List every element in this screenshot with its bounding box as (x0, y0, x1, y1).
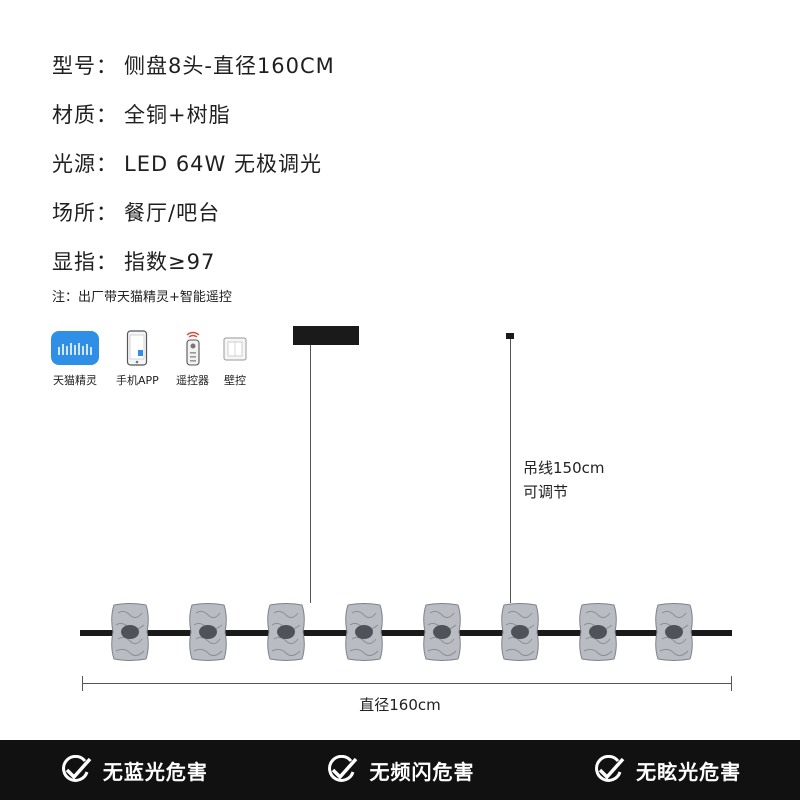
spec-value: 侧盘8头-直径160CM (124, 53, 335, 78)
control-label: 天猫精灵 (53, 374, 97, 387)
spec-label: 光源： (52, 151, 118, 176)
spec-label: 场所： (52, 200, 118, 225)
included-accessories-note: 注：出厂带天猫精灵+智能遥控 (52, 290, 232, 305)
glass-shade (189, 603, 227, 661)
spec-label: 显指： (52, 249, 118, 274)
suspension-wire-left (310, 345, 311, 603)
badge-label: 无眩光危害 (636, 759, 742, 784)
smart-speaker-icon (51, 331, 99, 365)
glass-shade (423, 603, 461, 661)
badge-no-flicker: 无频闪危害 (325, 755, 474, 785)
cable-length-note: 吊线150cm 可调节 (523, 456, 605, 504)
spec-row-light-source: 光源： LED 64W 无极调光 (52, 138, 335, 187)
cable-length-text: 吊线150cm (523, 459, 605, 477)
check-icon (61, 755, 92, 782)
control-wall-switch: 壁控 (222, 330, 248, 388)
control-smart-speaker: 天猫精灵 (50, 330, 100, 388)
ceiling-cap (506, 333, 514, 339)
dimension-tick-right (731, 676, 732, 691)
light-rail (80, 630, 732, 636)
glass-shade (579, 603, 617, 661)
spec-row-model: 型号： 侧盘8头-直径160CM (52, 40, 335, 89)
remote-icon (185, 331, 200, 366)
cable-adjustable-text: 可调节 (523, 483, 569, 501)
check-icon (328, 755, 358, 782)
feature-badge-bar: 无蓝光危害 无频闪危害 无眩光危害 (0, 740, 800, 800)
glass-shade (655, 603, 693, 661)
wall-switch-icon (223, 337, 247, 361)
spec-value: 餐厅/吧台 (124, 200, 221, 225)
badge-no-glare: 无眩光危害 (592, 755, 741, 785)
spec-row-location: 场所： 餐厅/吧台 (52, 187, 335, 236)
dimension-label: 直径160cm (359, 696, 441, 714)
spec-label: 材质： (52, 102, 118, 127)
spec-row-cri: 显指： 指数≥97 (52, 236, 335, 285)
control-phone-app: 手机APP (116, 330, 159, 388)
glass-shade (501, 603, 539, 661)
badge-no-blue-light: 无蓝光危害 (59, 755, 208, 785)
phone-icon (127, 330, 148, 366)
dimension-line (82, 683, 732, 684)
glass-shade (111, 603, 149, 661)
spec-list: 型号： 侧盘8头-直径160CM 材质： 全铜+树脂 光源： LED 64W 无… (52, 40, 335, 285)
ceiling-canopy (293, 326, 359, 345)
control-label: 壁控 (224, 374, 246, 387)
glass-shade (345, 603, 383, 661)
spec-value: 全铜+树脂 (124, 102, 231, 127)
spec-value: LED 64W 无极调光 (124, 151, 322, 176)
spec-value: 指数≥97 (124, 249, 216, 274)
glass-shade (267, 603, 305, 661)
check-icon (595, 755, 625, 782)
suspension-wire-right (510, 339, 511, 603)
control-label: 手机APP (116, 374, 159, 387)
badge-label: 无频闪危害 (369, 759, 475, 784)
spec-row-material: 材质： 全铜+树脂 (52, 89, 335, 138)
control-label: 遥控器 (176, 374, 209, 387)
badge-label: 无蓝光危害 (102, 759, 208, 784)
control-remote: 遥控器 (176, 330, 209, 388)
spec-label: 型号： (52, 53, 118, 78)
